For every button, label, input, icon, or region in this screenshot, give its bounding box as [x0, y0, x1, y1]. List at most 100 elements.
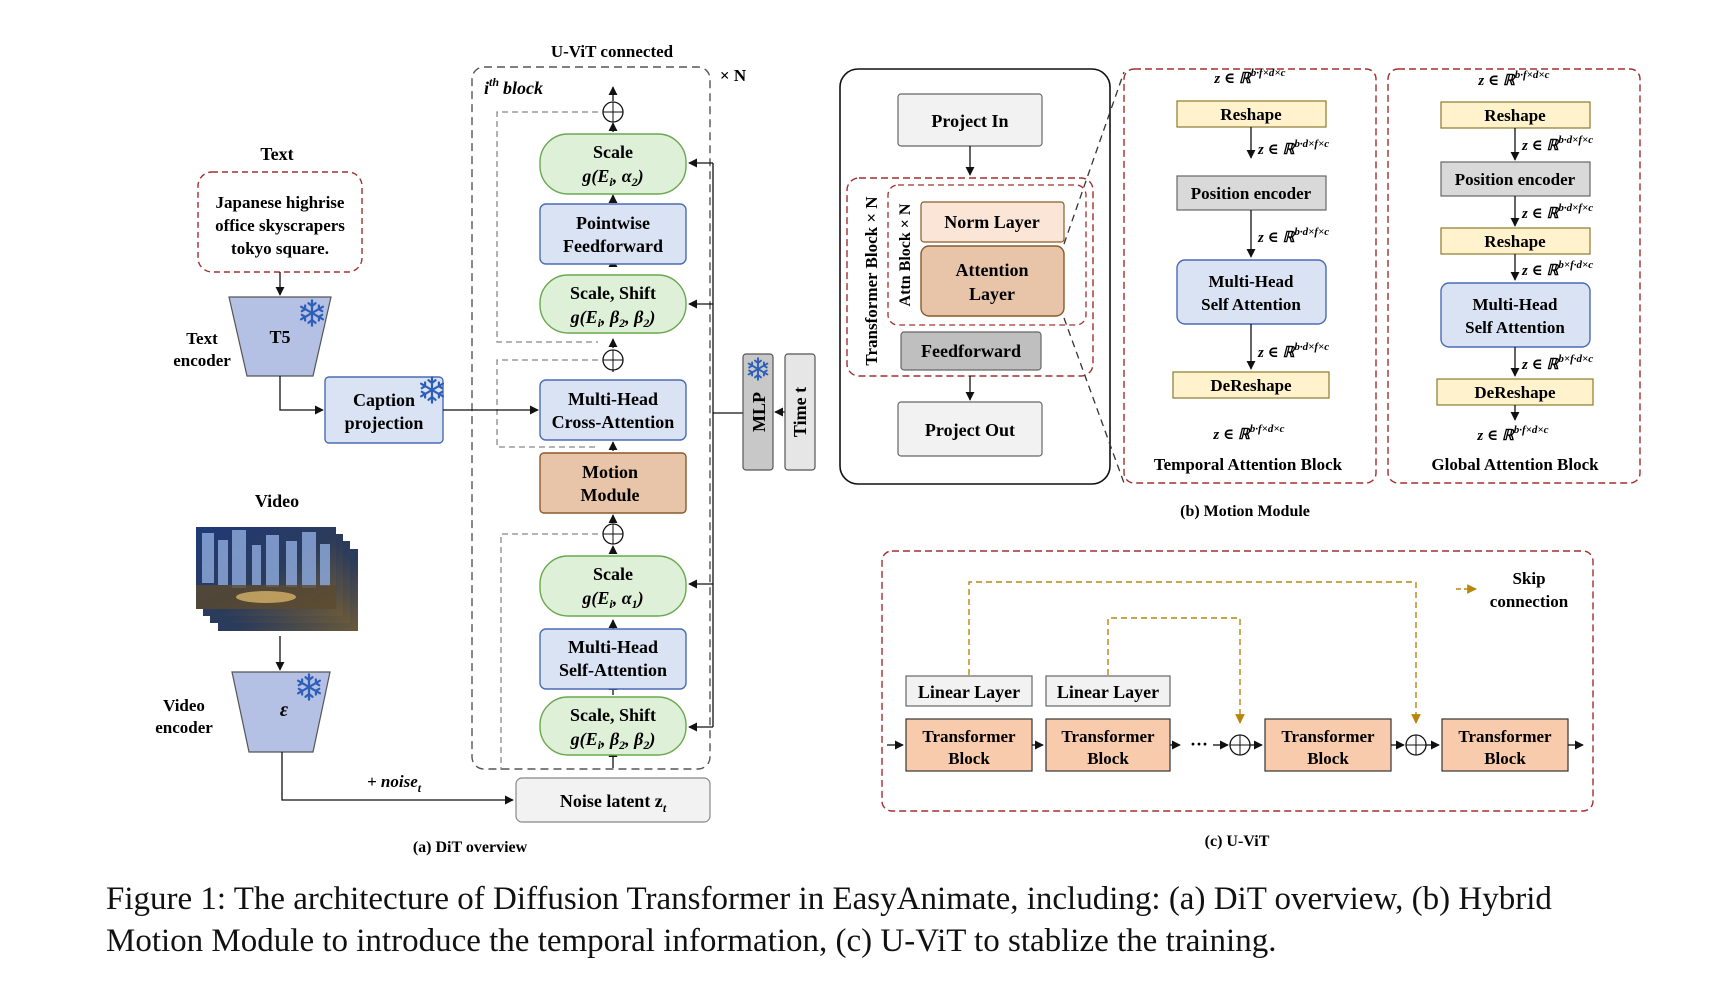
svg-text:Japanese highrise: Japanese highrise — [216, 193, 345, 212]
svg-text:z ∈ ℝb·f×d×c: z ∈ ℝb·f×d×c — [1213, 67, 1285, 87]
global-attention-block: z ∈ ℝb·f×d×c Reshape z ∈ ℝb·d×f×c Positi… — [1387, 68, 1641, 484]
svg-text:Block: Block — [1484, 749, 1526, 768]
svg-text:Feedforward: Feedforward — [563, 236, 663, 256]
svg-text:Caption: Caption — [353, 390, 415, 410]
transformer-block-1: Transformer Block — [905, 718, 1033, 772]
uvit-connected-label: U-ViT connected — [551, 42, 674, 61]
transformer-block-3: Transformer Block — [1264, 718, 1392, 772]
svg-text:g(Ei, β2, β2): g(Ei, β2, β2) — [570, 307, 656, 330]
svg-text:Noise latent zt: Noise latent zt — [560, 791, 667, 815]
transformer-block-4: Transformer Block — [1441, 718, 1569, 772]
svg-text:Attention: Attention — [956, 260, 1029, 280]
svg-text:z ∈ ℝb·d×f×c: z ∈ ℝb·d×f×c — [1257, 138, 1329, 158]
svg-text:g(Ei, α1): g(Ei, α1) — [581, 588, 643, 611]
feedforward-node: Feedforward — [900, 331, 1042, 371]
figure-caption: Figure 1: The architecture of Diffusion … — [106, 878, 1686, 962]
motion-module-node: Motion Module — [539, 452, 687, 514]
svg-text:Scale, Shift: Scale, Shift — [570, 705, 656, 725]
svg-text:Block: Block — [1307, 749, 1349, 768]
scale-alpha1-node: Scale g(Ei, α1) — [539, 555, 687, 617]
t5-encoder: T5 — [228, 296, 332, 377]
add-circle-uvit-1 — [1229, 734, 1251, 756]
text-title: Text — [260, 144, 293, 164]
residual-path-bottom — [500, 533, 598, 770]
svg-text:Pointwise: Pointwise — [576, 213, 650, 233]
svg-text:Scale: Scale — [593, 142, 633, 162]
attn-block-label: Attn Block × N — [897, 203, 914, 306]
mlp-node: MLP — [742, 353, 774, 471]
motion-subtitle: (b) Motion Module — [1180, 503, 1310, 520]
residual-path-mid — [496, 359, 598, 448]
uvit-subtitle: (c) U-ViT — [1205, 833, 1270, 850]
svg-text:Linear Layer: Linear Layer — [1057, 682, 1159, 702]
pointwise-feedforward-node: Pointwise Feedforward — [539, 203, 687, 265]
svg-text:Reshape: Reshape — [1484, 232, 1546, 251]
temporal-attention-block: z ∈ ℝb·f×d×c Reshape z ∈ ℝb·d×f×c Positi… — [1123, 67, 1377, 484]
motion-module-panel: Project In Transformer Block × N Attn Bl… — [839, 67, 1641, 520]
svg-text:Norm Layer: Norm Layer — [944, 212, 1039, 232]
svg-text:projection: projection — [345, 413, 424, 433]
linear-layer-2: Linear Layer — [1045, 675, 1171, 707]
times-n-label: × N — [720, 66, 747, 85]
project-in-node: Project In — [897, 93, 1043, 147]
svg-text:Reshape: Reshape — [1220, 105, 1282, 124]
svg-text:office skyscrapers: office skyscrapers — [215, 216, 345, 235]
svg-text:Transformer: Transformer — [1281, 727, 1375, 746]
svg-text:Project In: Project In — [931, 111, 1008, 131]
svg-text:z ∈ ℝb·d×f×c: z ∈ ℝb·d×f×c — [1521, 134, 1593, 154]
svg-text:Self Attention: Self Attention — [1201, 295, 1301, 314]
caption-line-1: Figure 1: The architecture of Diffusion … — [106, 881, 1552, 917]
svg-text:Feedforward: Feedforward — [921, 341, 1021, 361]
scale-shift-bottom-node: Scale, Shift g(Ei, β2, β2) — [539, 696, 687, 756]
svg-text:z ∈ ℝb×f·d×c: z ∈ ℝb×f·d×c — [1521, 353, 1593, 373]
attn-block-frame — [887, 184, 1087, 326]
noise-label: + noiset — [367, 772, 422, 795]
svg-text:z ∈ ℝb·f×d×c: z ∈ ℝb·f×d×c — [1477, 69, 1549, 89]
dit-subtitle: (a) DiT overview — [413, 839, 528, 856]
video-title: Video — [255, 491, 299, 511]
transformer-block-label: Transformer Block × N — [862, 196, 881, 366]
linear-layer-1: Linear Layer — [905, 675, 1033, 707]
svg-text:Transformer: Transformer — [1061, 727, 1155, 746]
svg-text:z ∈ ℝb·f×d×c: z ∈ ℝb·f×d×c — [1476, 424, 1548, 444]
text-prompt-box: Japanese highrise office skyscrapers tok… — [197, 171, 363, 273]
svg-text:Position encoder: Position encoder — [1191, 184, 1312, 203]
svg-text:ε: ε — [280, 699, 289, 721]
add-circle-top — [602, 101, 624, 123]
noise-latent-node: Noise latent zt — [515, 777, 711, 823]
svg-text:Reshape: Reshape — [1484, 106, 1546, 125]
svg-text:DeReshape: DeReshape — [1210, 376, 1292, 395]
skip-connection-outer — [968, 581, 1421, 724]
svg-text:Multi-Head: Multi-Head — [1209, 272, 1295, 291]
svg-text:MLP: MLP — [749, 392, 769, 432]
caption-line-2: Motion Module to introduce the temporal … — [106, 923, 1277, 959]
svg-text:Layer: Layer — [969, 284, 1015, 304]
svg-text:g(Ei, α2): g(Ei, α2) — [581, 166, 643, 189]
svg-text:Temporal Attention Block: Temporal Attention Block — [1154, 455, 1343, 474]
svg-text:z ∈ ℝb·d×f×c: z ∈ ℝb·d×f×c — [1257, 341, 1329, 361]
add-circle-uvit-2 — [1405, 734, 1427, 756]
dit-block-frame — [471, 66, 711, 770]
scale-shift-top-node: Scale, Shift g(Ei, β2, β2) — [539, 274, 687, 334]
self-attention-node: Multi-Head Self-Attention — [539, 628, 687, 690]
svg-text:Transformer: Transformer — [1458, 727, 1552, 746]
svg-text:Time t: Time t — [790, 387, 810, 437]
svg-text:Multi-Head: Multi-Head — [1473, 295, 1559, 314]
svg-text:z ∈ ℝb·f×d×c: z ∈ ℝb·f×d×c — [1212, 423, 1284, 443]
svg-text:Scale, Shift: Scale, Shift — [570, 283, 656, 303]
svg-text:g(Ei, β2, β2): g(Ei, β2, β2) — [570, 729, 656, 752]
svg-text:Transformer: Transformer — [922, 727, 1016, 746]
video-frames-image — [196, 527, 359, 632]
svg-text:Block: Block — [948, 749, 990, 768]
svg-text:z ∈ ℝb·d×f×c: z ∈ ℝb·d×f×c — [1257, 226, 1329, 246]
add-circle-mid — [602, 349, 624, 371]
svg-text:Global Attention Block: Global Attention Block — [1431, 455, 1599, 474]
skip-connection-inner — [1107, 617, 1245, 724]
svg-text:T5: T5 — [269, 327, 290, 347]
time-t-node: Time t — [784, 353, 816, 471]
